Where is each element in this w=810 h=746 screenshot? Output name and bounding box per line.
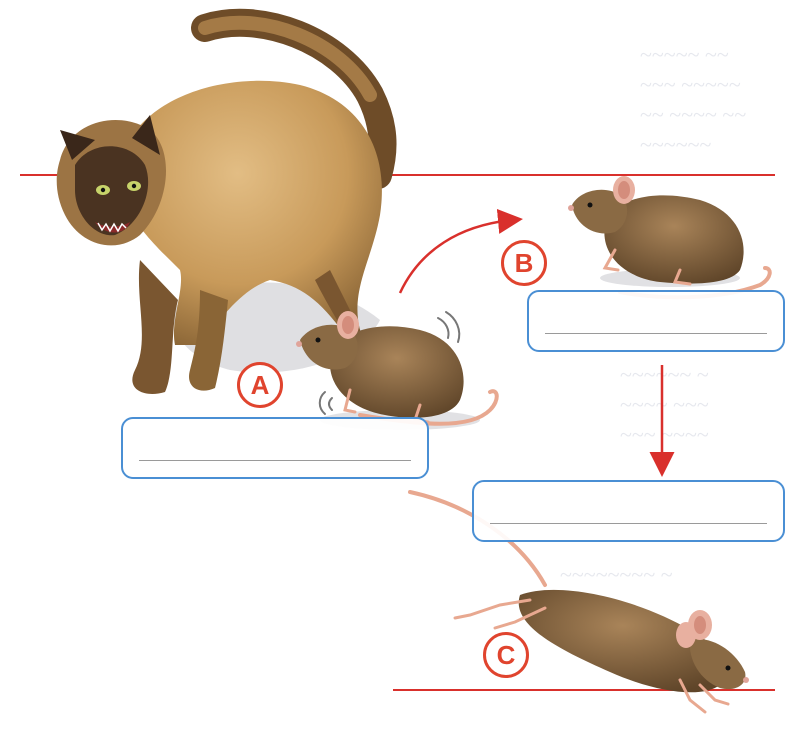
answer-line-b: [545, 332, 767, 334]
answer-line-a: [139, 459, 411, 461]
answer-box-b[interactable]: [527, 290, 785, 352]
marker-b: B: [501, 240, 547, 286]
arrow-a-to-b: [398, 208, 523, 294]
top-rule: [20, 174, 775, 176]
mouse-c-illustration: [408, 490, 749, 714]
marker-a: A: [237, 362, 283, 408]
answer-box-a[interactable]: [121, 417, 429, 479]
bleed-through-text-bottom: ~~~~~~~~ ~: [560, 562, 673, 587]
marker-c: C: [483, 632, 529, 678]
answer-box-c[interactable]: [472, 480, 785, 542]
mouse-a-illustration: [296, 311, 499, 426]
bottom-rule: [393, 689, 775, 691]
bleed-through-text-lower: ~~~~~~ ~~~~~ ~~~~~~ ~~~~: [620, 362, 709, 447]
bleed-through-text: ~~~~~ ~~~~~ ~~~~~~~ ~~~~ ~~~~~~~~: [640, 42, 747, 157]
answer-line-c: [490, 522, 767, 524]
cat-illustration: [56, 8, 397, 394]
mouse-b-illustration: [568, 176, 772, 300]
